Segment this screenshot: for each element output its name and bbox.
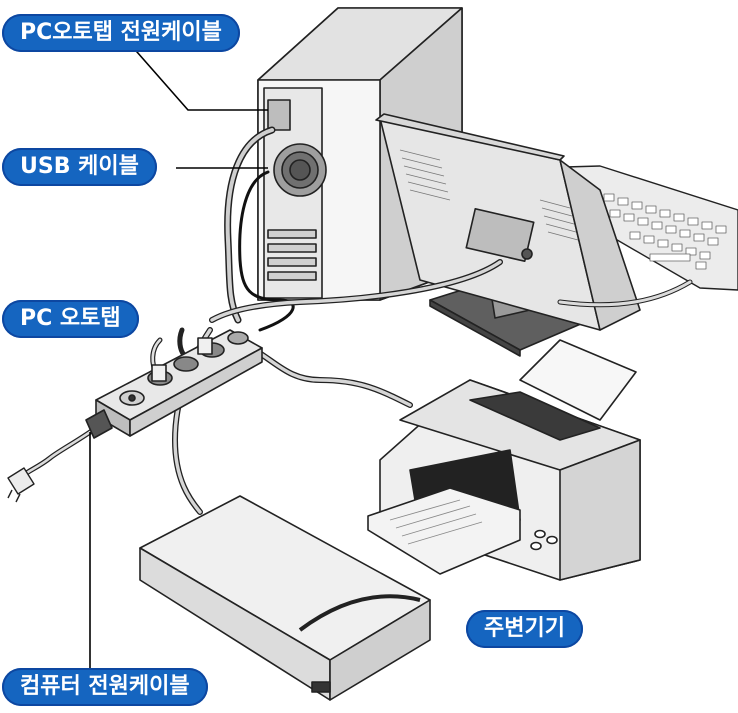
wall-plug	[7, 467, 35, 503]
leader-lines	[89, 43, 268, 670]
scanner	[139, 495, 431, 701]
leader-power-cable	[129, 43, 268, 111]
cables	[19, 126, 693, 515]
label-pc-tap: PC 오토탭	[2, 300, 139, 338]
label-computer-power-cable: 컴퓨터 전원케이블	[2, 668, 208, 706]
pc-auto-tap	[85, 329, 263, 439]
label-peripherals: 주변기기	[466, 610, 583, 648]
label-pc-tap-power-cable: PC오토탭 전원케이블	[2, 14, 240, 52]
printer	[367, 339, 641, 581]
label-usb-cable: USB 케이블	[2, 148, 157, 186]
monitor	[375, 113, 641, 357]
